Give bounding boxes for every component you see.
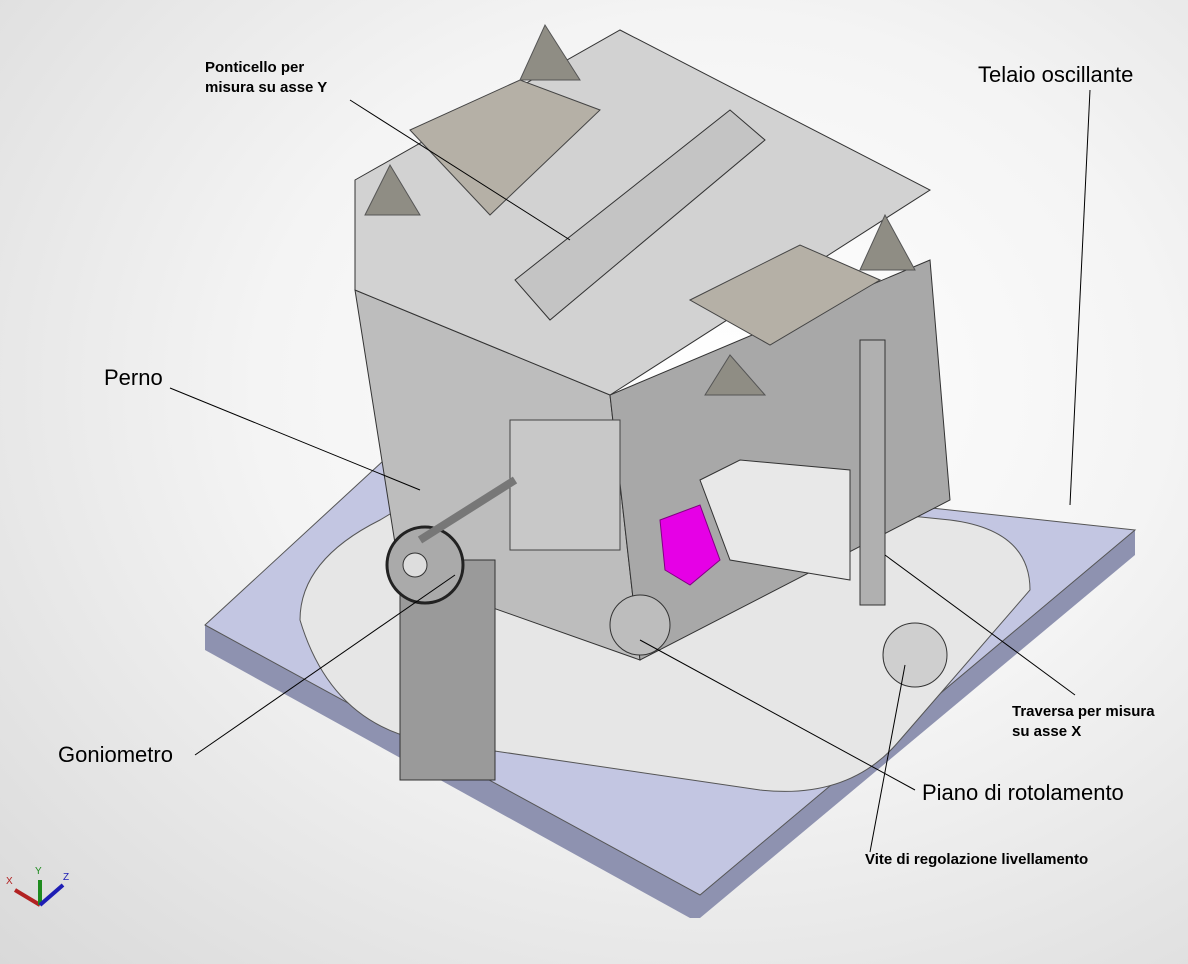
label-goniometro: Goniometro bbox=[58, 742, 173, 767]
label-ponticello: Ponticello per misura su asse Y bbox=[205, 58, 327, 98]
triad-z-label: Z bbox=[63, 872, 70, 883]
label-telaio: Telaio oscillante bbox=[978, 62, 1134, 87]
leader-lines bbox=[169, 89, 1091, 853]
x-crossbar bbox=[859, 339, 886, 606]
label-perno: Perno bbox=[104, 365, 163, 390]
label-traversa: Traversa per misura su asse X bbox=[1012, 702, 1155, 742]
label-ponticello-line1: Ponticello per bbox=[205, 59, 305, 76]
label-traversa-line1: Traversa per misura bbox=[1012, 703, 1155, 720]
label-vite: Vite di regolazione livellamento bbox=[865, 851, 1089, 868]
label-piano: Piano di rotolamento bbox=[922, 780, 1124, 805]
triad-y-label: Y bbox=[35, 866, 42, 877]
connector bbox=[659, 504, 721, 586]
axis-triad-icon bbox=[13, 880, 65, 907]
roller-cylinder bbox=[699, 459, 851, 581]
oscillating-frame bbox=[354, 23, 951, 781]
leveling-screw bbox=[882, 622, 948, 688]
label-traversa-line2: su asse X bbox=[1012, 723, 1082, 740]
triad-x-label: X bbox=[6, 876, 13, 887]
label-ponticello-line2: misura su asse Y bbox=[205, 79, 328, 96]
